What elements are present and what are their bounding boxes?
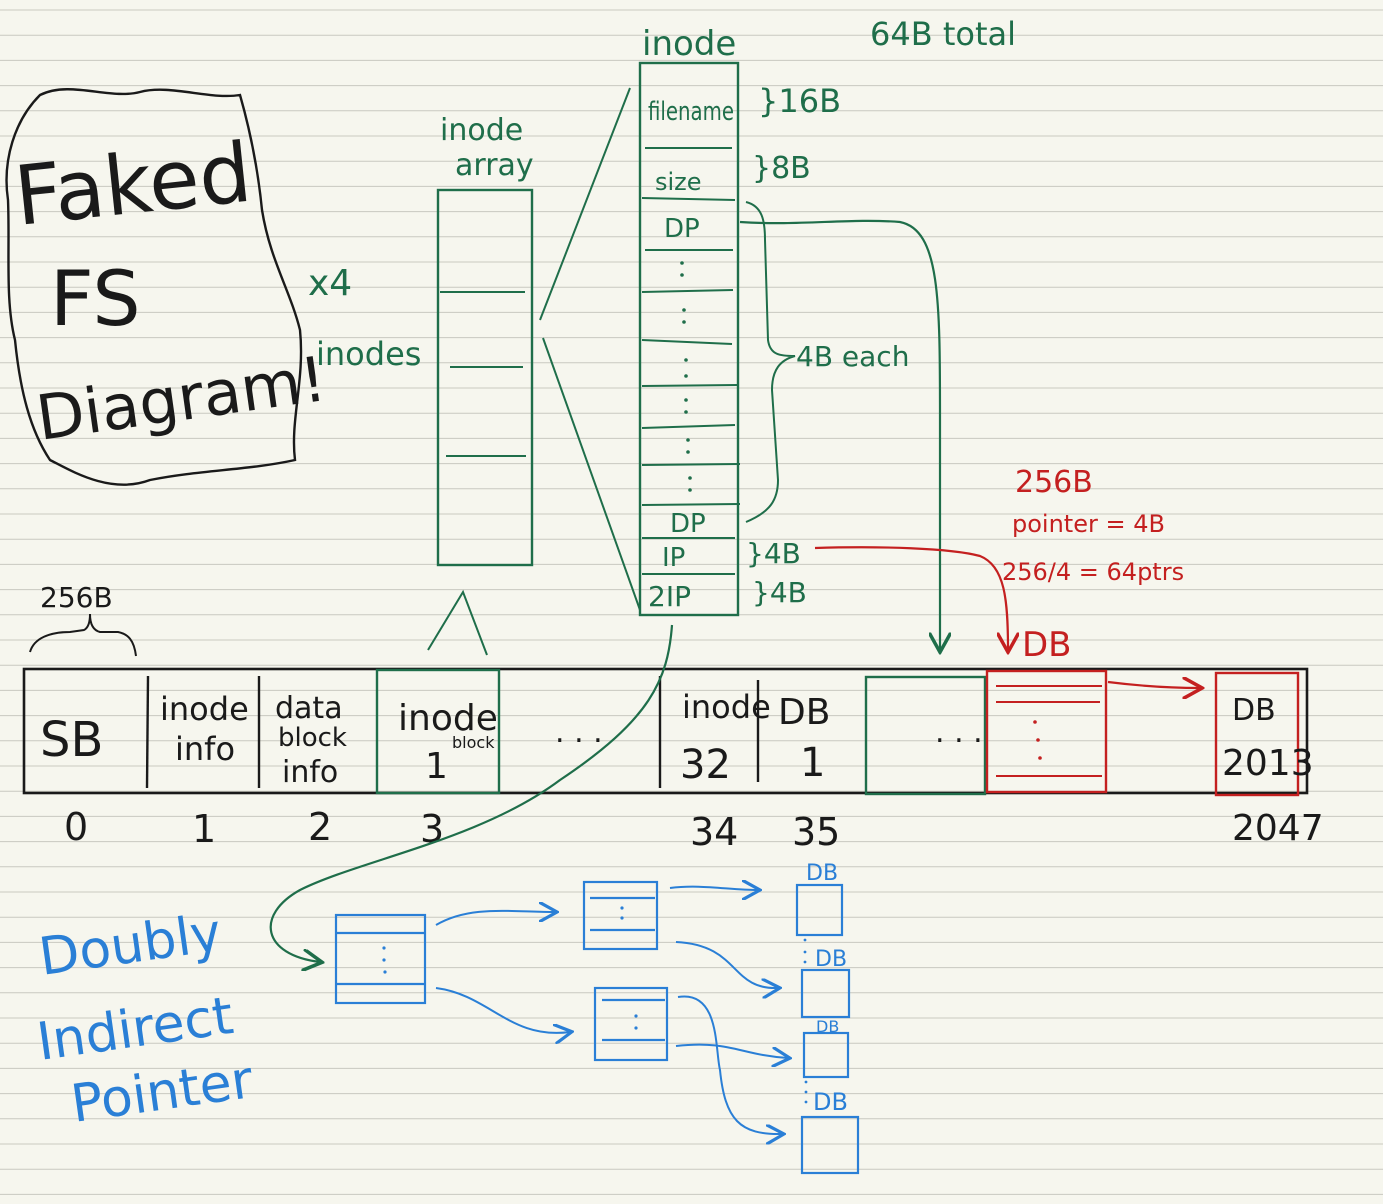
- disk-cell-db-2013: [1214, 671, 1300, 797]
- disk-strip: [22, 667, 1309, 795]
- zoom-line: [539, 87, 631, 321]
- db-small-1: DB: [806, 861, 838, 886]
- disk-cell-inode-1-highlight: [375, 668, 501, 795]
- db-small-2: DB: [815, 947, 847, 972]
- block-index-2: 2: [308, 805, 332, 849]
- indirect-note-2: pointer = 4B: [1012, 510, 1165, 538]
- inode-array-label-1: inode: [440, 113, 523, 148]
- disk-cell-dbinfo-2: block: [278, 723, 347, 753]
- doubly-dots: [382, 906, 808, 1104]
- title-cloud-outline: [5, 88, 303, 486]
- disk-dividers: [145, 675, 760, 789]
- inode-detail-box: [638, 61, 740, 617]
- doubly-arrows: [435, 887, 788, 1134]
- disk-cell-inode1-3: block: [452, 733, 495, 752]
- disk-cell-indirect-block: [985, 669, 1108, 794]
- inode-array-box: [436, 188, 534, 567]
- inode-field-dp-first: DP: [664, 214, 700, 244]
- inode-size-size: }8B: [752, 151, 811, 186]
- inode-field-2ip: 2IP: [648, 580, 691, 613]
- disk-dots-2: . . .: [935, 715, 983, 750]
- db-small-3: DB: [816, 1017, 839, 1036]
- doubly-label-1: Doubly: [35, 903, 225, 988]
- disk-cell-db2013-2: 2013: [1222, 743, 1314, 784]
- title-line1: Faked: [10, 126, 256, 245]
- block-size-brace: [29, 613, 137, 657]
- inode-field-filename: filename: [648, 97, 734, 127]
- db-label-above-indirect: DB: [1022, 625, 1072, 665]
- inode-detail-label: inode: [642, 24, 736, 64]
- indirect-note-1: 256B: [1015, 465, 1093, 500]
- disk-cell-dp-target: [864, 675, 987, 796]
- inode-field-size: size: [655, 168, 702, 196]
- inode-size-ip: }4B: [746, 537, 801, 570]
- inode-field-dividers: [641, 147, 741, 575]
- inode-size-2ip: }4B: [752, 576, 807, 609]
- block-index-0: 0: [64, 805, 88, 849]
- disk-cell-db1-2: 1: [800, 740, 825, 786]
- 2ip-arrow: [269, 624, 674, 962]
- x4-note: x4: [308, 263, 352, 304]
- indirect-note-3: 256/4 = 64ptrs: [1002, 558, 1184, 586]
- dp-arrow: [739, 219, 940, 650]
- block-index-3: 3: [420, 807, 444, 851]
- inode-field-dp-last: DP: [670, 509, 706, 539]
- block-index-35: 35: [792, 810, 840, 854]
- dp-brace: [745, 201, 796, 523]
- inode-array-label-2: array: [455, 148, 534, 183]
- indirect-block-dots: [1033, 720, 1042, 760]
- indirect-to-db-arrow: [1107, 682, 1200, 688]
- block-index-34: 34: [690, 810, 738, 854]
- block-index-1: 1: [192, 807, 216, 851]
- disk-cell-inode-info-2: info: [175, 730, 235, 768]
- disk-cell-dbinfo-1: data: [275, 691, 343, 726]
- disk-cell-inode32-1: inode: [682, 688, 771, 726]
- inode-size-filename: }16B: [758, 82, 841, 120]
- disk-cell-inode1-2: 1: [425, 746, 448, 787]
- inode-block-caret: [427, 589, 488, 656]
- zoom-line: [542, 337, 641, 611]
- inode-total-size: 64B total: [870, 15, 1016, 53]
- disk-cell-dbinfo-3: info: [282, 755, 338, 790]
- doubly-indirect-blocks: [334, 880, 860, 1175]
- disk-cell-inode32-2: 32: [680, 742, 731, 788]
- disk-cell-inode-info-1: inode: [160, 690, 249, 728]
- inode-field-ellipsis-dots: [680, 261, 692, 492]
- block-index-2047: 2047: [1232, 808, 1324, 849]
- disk-cell-db1-1: DB: [778, 692, 830, 733]
- title-line2: FS: [50, 254, 141, 343]
- inodes-note: inodes: [316, 335, 421, 373]
- disk-cell-db2013-1: DB: [1232, 693, 1276, 728]
- block-size-label: 256B: [40, 581, 113, 614]
- disk-cell-inode1-1: inode: [398, 698, 498, 739]
- db-small-4: DB: [813, 1088, 848, 1116]
- inode-field-ip: IP: [662, 543, 685, 573]
- dp-brace-label: 4B each: [796, 340, 909, 373]
- disk-cell-sb: SB: [40, 712, 103, 768]
- ip-arrow: [814, 546, 1008, 650]
- disk-dots-1: . . .: [555, 715, 603, 750]
